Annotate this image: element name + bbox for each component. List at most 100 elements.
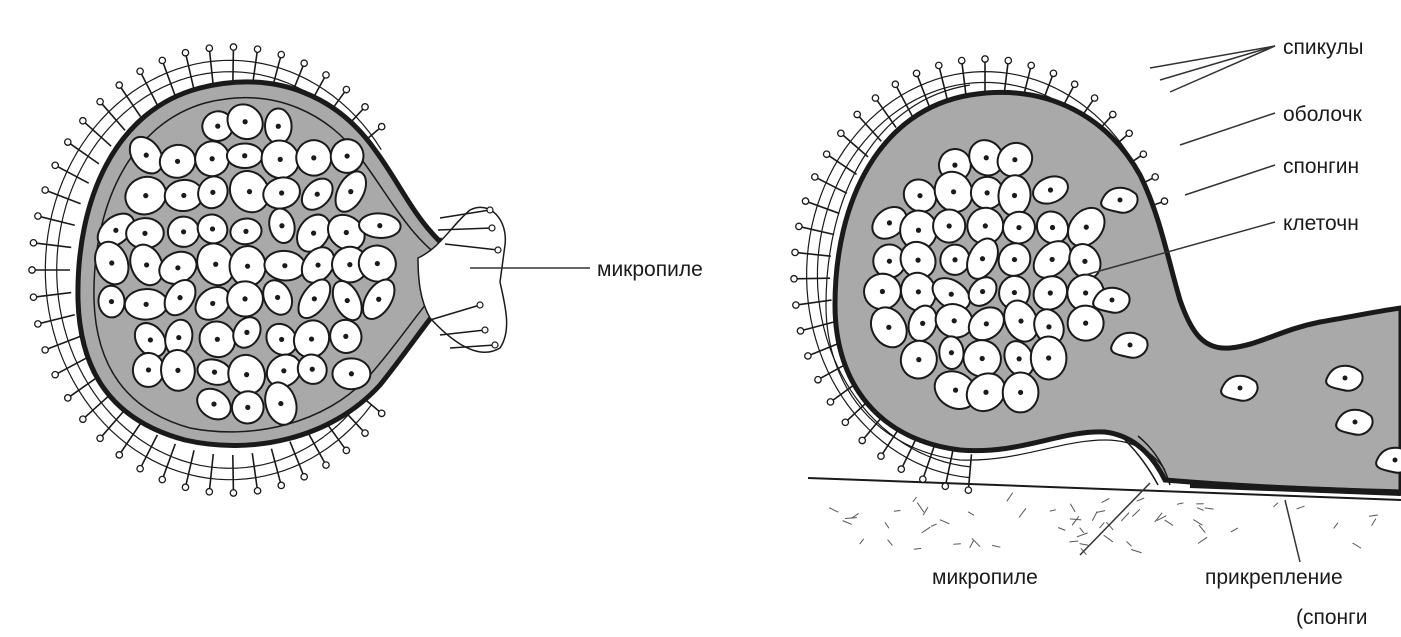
- cell-nucleus: [1048, 290, 1053, 295]
- label-attachment-sub: (спонги: [1296, 606, 1368, 629]
- cell-nucleus: [947, 223, 952, 228]
- label-shell: оболочк: [1283, 103, 1363, 126]
- substrate-dash: [860, 539, 864, 544]
- cell-nucleus: [1046, 355, 1051, 360]
- spicule: [795, 252, 831, 256]
- spicule-tip: [1152, 174, 1158, 180]
- spicule: [55, 165, 89, 183]
- cell-nucleus: [146, 367, 151, 372]
- spicule: [875, 98, 896, 127]
- cell-nucleus: [175, 368, 180, 373]
- cap-spicule-tip: [482, 327, 488, 333]
- spicule-tip: [29, 267, 35, 273]
- amoebocyte-nucleus: [1238, 386, 1243, 391]
- label-micropyle-left: микропиле: [597, 258, 703, 281]
- spicule: [233, 455, 234, 493]
- cell-nucleus: [347, 262, 352, 267]
- substrate-dash: [1177, 503, 1184, 504]
- substrate-dash: [888, 540, 893, 546]
- substrate-dash: [1050, 510, 1056, 511]
- spicule: [290, 442, 304, 477]
- label-attachment: прикрепление: [1205, 566, 1343, 589]
- substrate-dash: [1274, 503, 1278, 507]
- cell-nucleus: [312, 296, 317, 301]
- spicule-tip: [1126, 130, 1132, 136]
- cell-nucleus: [375, 261, 380, 266]
- cell-nucleus: [243, 119, 248, 124]
- spicule-tip: [323, 72, 329, 78]
- cell-nucleus: [349, 371, 354, 376]
- leader-micropyle-bottom: [1080, 483, 1150, 555]
- spicule-tip: [872, 95, 878, 101]
- substrate-dash: [845, 518, 857, 519]
- spicule-tip: [802, 198, 808, 204]
- spicule: [233, 47, 234, 85]
- cell-nucleus: [343, 334, 348, 339]
- spicule-tip: [378, 123, 384, 129]
- cell-nucleus: [109, 299, 114, 304]
- leader-attachment: [1285, 500, 1300, 562]
- cell-nucleus: [1018, 390, 1023, 395]
- cell-nucleus: [345, 153, 350, 158]
- substrate-dash: [1297, 506, 1305, 509]
- cap-spicule-tip: [487, 207, 493, 213]
- spicule: [33, 293, 71, 298]
- cell-nucleus: [210, 301, 215, 306]
- cell-nucleus: [377, 223, 382, 228]
- cell-nucleus: [242, 296, 247, 301]
- spicule: [119, 85, 140, 117]
- cell-nucleus: [315, 262, 320, 267]
- spicule-tip: [30, 240, 36, 246]
- substrate-dash: [852, 513, 858, 517]
- spicule-tip: [254, 46, 260, 52]
- substrate-dash: [1058, 528, 1065, 531]
- spicule: [815, 177, 847, 193]
- cell-nucleus: [113, 228, 118, 233]
- spicule-tip: [378, 410, 384, 416]
- cell-nucleus: [983, 390, 988, 395]
- spicule-tip: [827, 399, 833, 405]
- spicule: [45, 336, 80, 350]
- cell-nucleus: [1012, 290, 1017, 295]
- cell-nucleus: [917, 193, 922, 198]
- spicule-tip: [913, 70, 919, 76]
- spicule-tip: [230, 44, 236, 50]
- spicule-tip: [878, 453, 884, 459]
- spicule-tip: [965, 487, 971, 493]
- spicule-tip: [1028, 62, 1034, 68]
- spicule-tip: [942, 483, 948, 489]
- substrate-dash: [1096, 511, 1105, 513]
- substrate-dash: [968, 512, 974, 515]
- substrate-dash: [885, 522, 889, 528]
- cell-nucleus: [1050, 225, 1055, 230]
- cell-nucleus: [210, 156, 215, 161]
- cell-nucleus: [276, 124, 281, 129]
- spicule-tip: [97, 435, 103, 441]
- spicule-tip: [982, 56, 988, 62]
- substrate-dash: [1199, 525, 1205, 533]
- amoebocyte-nucleus: [1118, 198, 1123, 203]
- cell-nucleus: [980, 356, 985, 361]
- cell-nucleus: [245, 405, 250, 410]
- cell-nucleus: [244, 372, 249, 377]
- spicule-tip: [815, 377, 821, 383]
- spicule-tip: [206, 45, 212, 51]
- label-spongin: спонгин: [1283, 155, 1359, 178]
- spicule: [140, 71, 157, 105]
- spicule-tip: [343, 86, 349, 92]
- substrate-dash: [922, 527, 931, 533]
- cell-nucleus: [344, 230, 349, 235]
- amoebocyte-nucleus: [1353, 420, 1358, 425]
- substrate-dash: [1372, 519, 1376, 526]
- spicule-tip: [838, 130, 844, 136]
- leader-spongin: [1185, 165, 1275, 195]
- spicule-tip: [159, 57, 165, 63]
- spicule: [271, 449, 281, 486]
- spicule-tip: [116, 82, 122, 88]
- cap-spicule-tip: [489, 225, 495, 231]
- spicule: [119, 423, 140, 455]
- cell-nucleus: [144, 262, 149, 267]
- substrate-dash: [940, 520, 950, 524]
- substrate-dash: [1080, 544, 1089, 546]
- spicule-tip: [52, 371, 58, 377]
